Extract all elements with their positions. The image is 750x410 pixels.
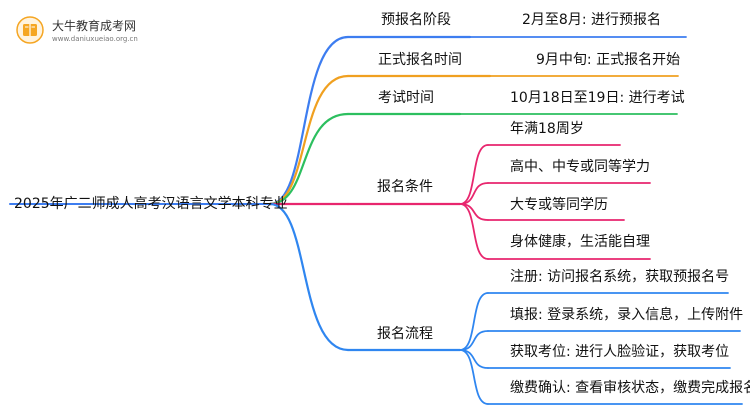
leaf-connector: [459, 203, 489, 260]
leaf-connector: [459, 144, 489, 205]
leaf-exam-date: 10月18日至19日: 进行考试: [510, 90, 685, 106]
leaf-requirement: 年满18周岁: [510, 121, 584, 137]
leaf-process-step: 填报: 登录系统，录入信息，上传附件: [510, 307, 744, 323]
logo: 大牛教育成考网 www.daniuxueiao.org.cn: [12, 10, 142, 50]
branch-formal-registration-time: 正式报名时间: [378, 52, 462, 68]
branch-registration-process: 报名流程: [377, 326, 433, 342]
leaf-formal-registration: 9月中旬: 正式报名开始: [536, 52, 681, 68]
root-topic: 2025年广二师成人高考汉语言文学本科专业: [14, 196, 288, 212]
leaf-connector: [459, 182, 489, 205]
book-logo-icon: [16, 16, 44, 44]
leaf-connector: [459, 203, 489, 221]
leaf-connector: [459, 292, 489, 351]
leaf-connector: [459, 349, 489, 405]
leaf-requirement: 大专或等同学历: [510, 197, 608, 213]
branch-connector: [268, 35, 350, 206]
leaf-requirement: 身体健康，生活能自理: [510, 234, 650, 250]
leaf-process-step: 注册: 访问报名系统，获取预报名号: [510, 269, 730, 285]
leaf-connector: [459, 349, 489, 369]
leaf-requirement: 高中、中专或同等学力: [510, 159, 650, 175]
leaf-connector: [459, 330, 489, 351]
branch-registration-stage: 预报名阶段: [381, 12, 451, 28]
leaf-pre-registration: 2月至8月: 进行预报名: [522, 12, 661, 28]
branch-connector: [268, 74, 350, 206]
logo-title: 大牛教育成考网: [52, 19, 137, 33]
branch-requirements: 报名条件: [377, 179, 433, 195]
logo-url: www.daniuxueiao.org.cn: [52, 35, 138, 43]
leaf-process-step: 缴费确认: 查看审核状态，缴费完成报名: [510, 380, 750, 396]
leaf-process-step: 获取考位: 进行人脸验证，获取考位: [510, 344, 730, 360]
branch-connector: [268, 112, 350, 206]
branch-connector: [268, 202, 350, 352]
branch-exam-time: 考试时间: [378, 90, 434, 106]
